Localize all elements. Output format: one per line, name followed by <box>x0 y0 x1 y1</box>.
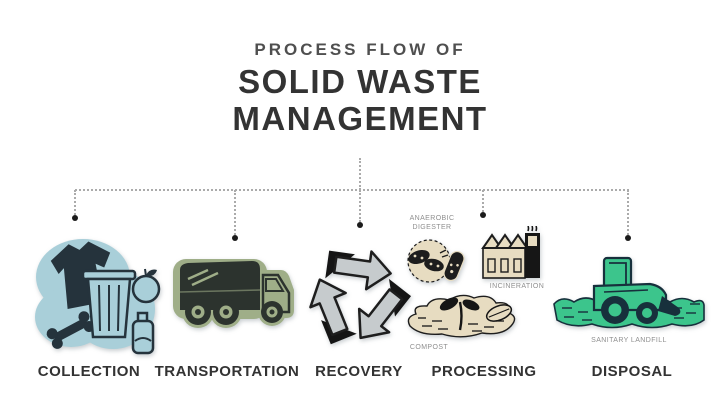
incineration-icon <box>477 226 547 281</box>
anaerobic-digester-icon <box>398 236 468 286</box>
stage-label-disposal: DISPOSAL <box>591 363 673 380</box>
connector-stem <box>359 158 361 190</box>
stage-label-transportation: TRANSPORTATION <box>154 363 300 380</box>
connector-dot-transportation <box>232 235 238 241</box>
recycle-arrows-icon <box>302 245 412 345</box>
connector-dot-collection <box>72 215 78 221</box>
page-title: SOLID WASTE MANAGEMENT <box>0 63 720 137</box>
landfill-compactor-icon <box>552 252 707 337</box>
anaerobic-digester-label: ANAEROBIC DIGESTER <box>409 215 455 231</box>
connector-horizontal <box>75 189 629 191</box>
incineration-label: INCINERATION <box>489 283 545 290</box>
connector-dot-disposal <box>625 235 631 241</box>
connector-dot-recovery <box>357 222 363 228</box>
stage-label-processing: PROCESSING <box>431 363 537 380</box>
stage-label-collection: COLLECTION <box>37 363 141 380</box>
connector-drop-transportation <box>234 190 236 235</box>
stage-label-recovery: RECOVERY <box>315 363 403 380</box>
title-eyebrow: PROCESS FLOW OF <box>254 40 466 59</box>
connector-drop-recovery <box>359 190 361 222</box>
compost-label: COMPOST <box>409 344 449 351</box>
connector-drop-disposal <box>627 190 629 235</box>
title-line-1: SOLID WASTE <box>238 63 482 100</box>
compost-icon <box>402 288 522 343</box>
garbage-truck-icon <box>168 248 298 333</box>
connector-drop-processing <box>482 190 484 212</box>
connector-dot-processing <box>480 212 486 218</box>
title-line-2: MANAGEMENT <box>232 100 488 137</box>
connector-drop-collection <box>74 190 76 215</box>
clothes-trashcan-food-waste-icon <box>25 225 165 360</box>
sanitary-landfill-label: SANITARY LANDFILL <box>591 337 667 344</box>
